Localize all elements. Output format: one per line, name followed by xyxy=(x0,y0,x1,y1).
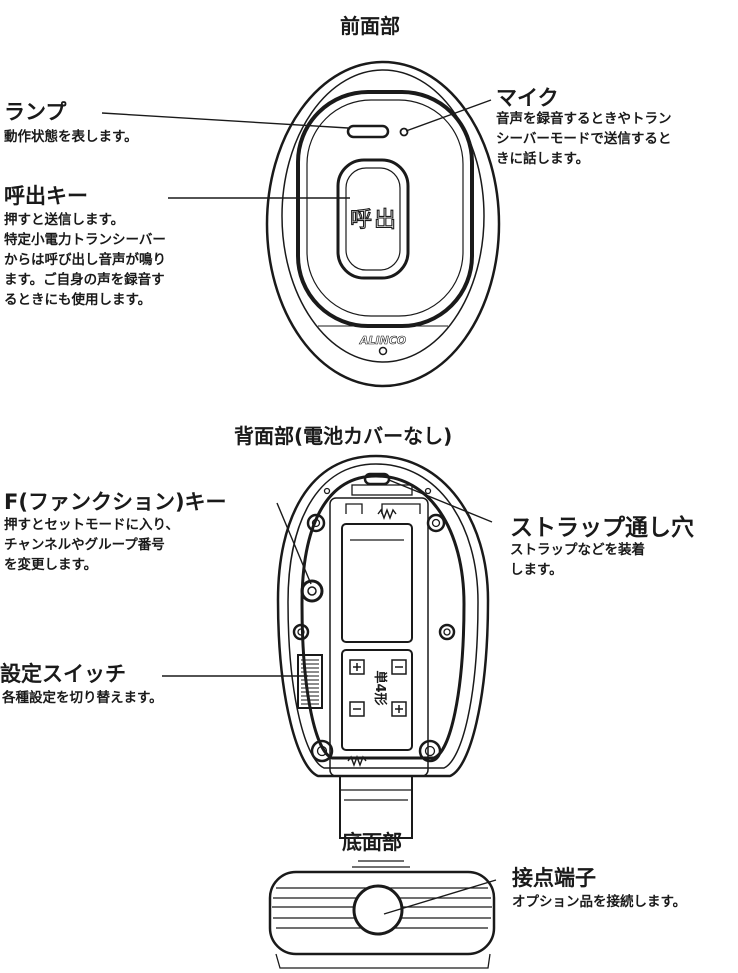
call-key-description: 押すと送信します。 特定小電力トランシーバー からは呼び出し音声が鳴り ます。ご… xyxy=(4,210,166,310)
mic-hole xyxy=(399,127,409,137)
f-key-leader xyxy=(276,502,312,585)
lamp-description: 動作状態を表します。 xyxy=(4,127,138,147)
call-button-text: 呼出 xyxy=(350,208,398,233)
call-key-label: 呼出キー xyxy=(4,184,88,208)
leader-lines xyxy=(101,99,497,915)
battery-cell xyxy=(341,649,413,751)
section-title-back: 背面部(電池カバーなし) xyxy=(234,424,453,448)
bottom-view xyxy=(268,860,496,969)
setting-switch-desc-line: 各種設定を切り替えます。 xyxy=(2,690,163,706)
setting-switch-description: 各種設定を切り替えます。 xyxy=(2,688,163,708)
strap-hole-label: ストラップ通し穴 xyxy=(510,515,694,541)
f-key-description: 押すとセットモードに入り、 チャンネルやグループ番号 を変更します。 xyxy=(4,515,179,575)
mic-label: マイク xyxy=(496,86,559,110)
contact-terminal-leader xyxy=(383,879,497,915)
contact-terminal xyxy=(352,884,404,936)
section-title-bottom: 底面部 xyxy=(342,830,402,854)
f-key-desc-line: 押すとセットモードに入り、 xyxy=(4,517,179,533)
mic-desc-line: シーバーモードで送信すると xyxy=(496,131,672,147)
contact-terminal-desc-line: オプション品を接続します。 xyxy=(512,894,687,910)
mic-description: 音声を録音するときやトラン シーバーモードで送信すると きに話します。 xyxy=(496,109,672,169)
f-key xyxy=(300,579,324,603)
setting-switch xyxy=(297,654,323,709)
brand-logo: ALINCO xyxy=(359,334,406,347)
front-view xyxy=(265,60,501,388)
battery-label: 単4形 xyxy=(372,670,388,705)
f-key-label: F(ファンクション)キー xyxy=(4,490,227,514)
call-key-desc-line: 特定小電力トランシーバー xyxy=(4,232,166,248)
strap-hole xyxy=(363,472,391,486)
lamp-label: ランプ xyxy=(4,100,67,124)
lamp-leader xyxy=(101,112,349,129)
section-title-front: 前面部 xyxy=(340,14,400,38)
lamp-indicator xyxy=(346,124,390,139)
strap-hole-desc-line: ストラップなどを装着 xyxy=(510,542,645,558)
back-view xyxy=(276,454,490,839)
mic-desc-line: きに話します。 xyxy=(496,151,590,167)
mic-leader xyxy=(405,99,492,132)
battery-cell xyxy=(341,523,413,643)
lamp-desc-line: 動作状態を表します。 xyxy=(4,129,138,145)
contact-terminal-description: オプション品を接続します。 xyxy=(512,892,686,912)
call-button xyxy=(336,158,410,280)
call-key-desc-line: るときにも使用します。 xyxy=(4,292,152,308)
f-key-desc-line: チャンネルやグループ番号 xyxy=(4,537,165,553)
strap-hole-description: ストラップなどを装着 します。 xyxy=(510,540,645,580)
mic-desc-line: 音声を録音するときやトラン xyxy=(496,111,672,127)
setting-switch-label: 設定スイッチ xyxy=(0,662,126,686)
strap-hole-desc-line: します。 xyxy=(510,562,563,578)
call-key-desc-line: ます。ご自身の声を録音す xyxy=(4,272,165,288)
call-key-desc-line: からは呼び出し音声が鳴り xyxy=(4,252,166,268)
call-key-desc-line: 押すと送信します。 xyxy=(4,212,125,228)
contact-terminal-label: 接点端子 xyxy=(512,866,596,890)
f-key-desc-line: を変更します。 xyxy=(4,557,98,573)
strap-hole-leader xyxy=(388,479,493,523)
